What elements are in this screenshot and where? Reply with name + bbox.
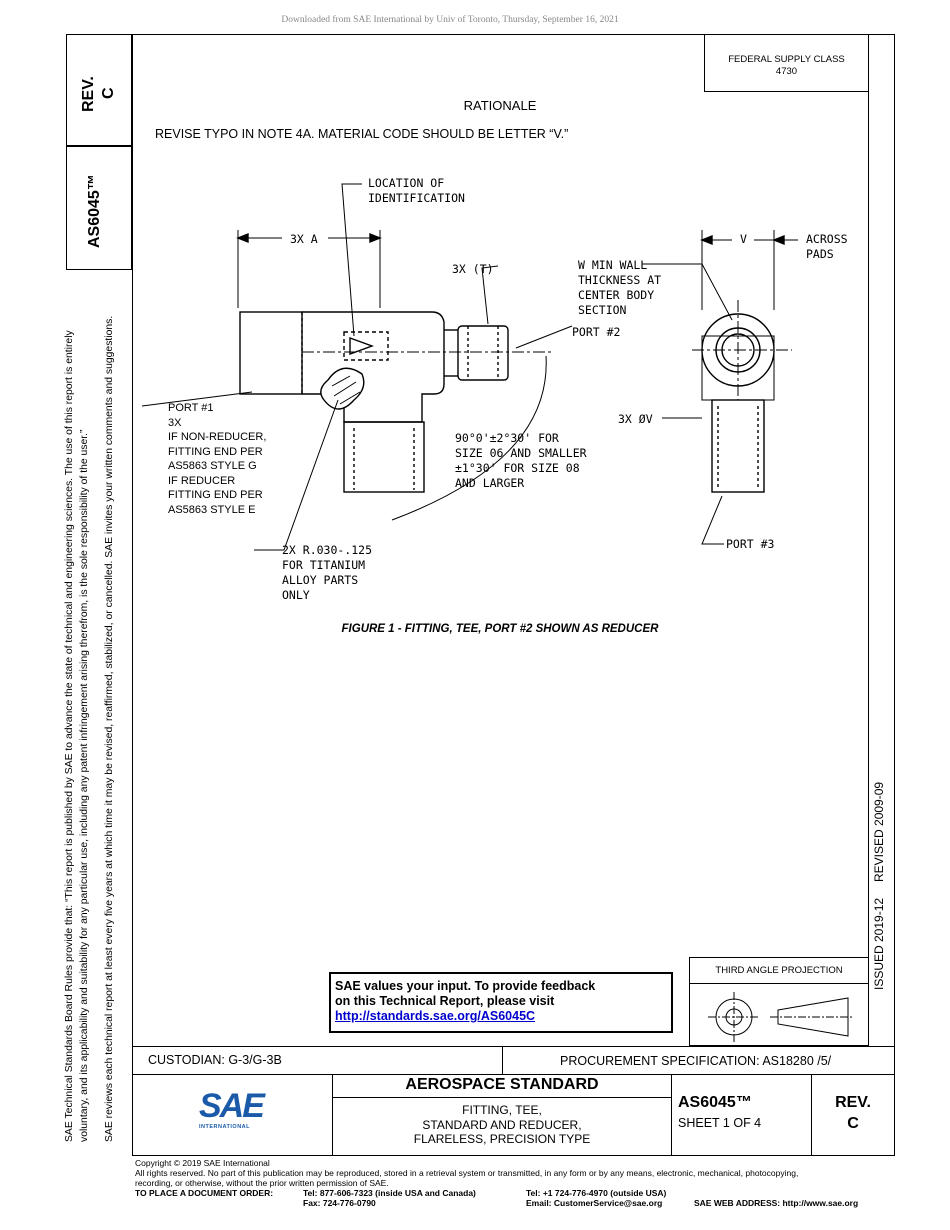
web-address: SAE WEB ADDRESS: http://www.sae.org xyxy=(694,1198,859,1208)
right-strip-divider xyxy=(868,34,869,1046)
dim-phiv-label: 3X ØV xyxy=(618,412,653,426)
projection-box xyxy=(689,957,869,1046)
issued-date: ISSUED 2019-12 xyxy=(872,897,886,990)
rationale-text: REVISE TYPO IN NOTE 4A. MATERIAL CODE SH… xyxy=(155,127,569,141)
port3-thread xyxy=(343,421,425,493)
sheet-number: SHEET 1 OF 4 xyxy=(678,1116,762,1130)
copyright: Copyright © 2019 SAE International xyxy=(135,1158,270,1168)
figure-caption: FIGURE 1 - FITTING, TEE, PORT #2 SHOWN A… xyxy=(341,623,659,635)
port2-label: PORT #2 xyxy=(572,325,621,339)
rev-value-block: C xyxy=(847,1115,859,1132)
federal-supply-box xyxy=(704,34,869,92)
title-block-mid-line xyxy=(132,1074,895,1075)
doc-number: AS6045™ xyxy=(678,1094,752,1111)
rev-box xyxy=(66,34,132,146)
order-fax: Fax: 724-776-0790 xyxy=(303,1198,376,1208)
revised-date: REVISED 2009-09 xyxy=(872,781,886,882)
dim-t-label: 3X (T) xyxy=(452,262,494,276)
port1-thread-outline xyxy=(239,311,303,395)
doc-number-divider xyxy=(671,1074,672,1156)
doc-number-box xyxy=(66,146,132,270)
legal-text-1: SAE Technical Standards Board Rules prov… xyxy=(64,330,75,1142)
port2-thread xyxy=(457,325,509,381)
feedback-box xyxy=(329,972,673,1033)
rev-divider xyxy=(811,1074,812,1156)
custodian-divider xyxy=(502,1046,503,1074)
order-email: Email: CustomerService@sae.org xyxy=(526,1198,663,1208)
main-frame xyxy=(132,34,895,1156)
title-block-top-line xyxy=(132,1046,895,1047)
rights-line-2: recording, or otherwise, without the pri… xyxy=(135,1178,389,1188)
rev-label: REV. xyxy=(80,76,97,112)
federal-supply-label: FEDERAL SUPPLY CLASS xyxy=(728,54,845,65)
legal-text-2: voluntary, and its applicability and sui… xyxy=(79,429,90,1142)
procurement-spec: PROCUREMENT SPECIFICATION: AS18280 /5/ xyxy=(560,1054,832,1068)
feedback-link[interactable]: http://standards.sae.org/AS6045C xyxy=(335,1009,536,1023)
rev-value: C xyxy=(100,87,117,99)
dim-a-label: 3X A xyxy=(290,232,318,246)
document-title: FITTING, TEE, STANDARD AND REDUCER, FLAR… xyxy=(413,1103,591,1146)
federal-supply-value: 4730 xyxy=(775,66,798,77)
sae-logo: SAE INTERNATIONAL xyxy=(199,1087,265,1130)
projection-label: THIRD ANGLE PROJECTION xyxy=(715,965,843,976)
rationale-title: RATIONALE xyxy=(463,98,537,113)
standard-type-underline xyxy=(333,1097,671,1098)
logo-divider xyxy=(332,1074,333,1156)
custodian: CUSTODIAN: G-3/G-3B xyxy=(148,1053,282,1067)
standard-type: AEROSPACE STANDARD xyxy=(405,1076,599,1093)
legal-text-3: SAE reviews each technical report at lea… xyxy=(104,315,115,1142)
order-label: TO PLACE A DOCUMENT ORDER: xyxy=(135,1188,274,1198)
side-doc-number: AS6045™ xyxy=(86,174,103,248)
rights-line-1: All rights reserved. No part of this pub… xyxy=(135,1168,799,1178)
download-notice: Downloaded from SAE International by Uni… xyxy=(281,15,619,25)
tee-fitting-drawing xyxy=(141,183,798,551)
projection-symbol-icon xyxy=(708,992,854,1042)
tee-body xyxy=(302,311,445,423)
feedback-text: SAE values your input. To provide feedba… xyxy=(335,979,596,1023)
projection-divider xyxy=(689,983,869,984)
rev-label-block: REV. xyxy=(835,1094,871,1111)
order-tel-outside: Tel: +1 724-776-4970 (outside USA) xyxy=(526,1188,667,1198)
port3-label: PORT #3 xyxy=(726,537,775,551)
dim-v-label: V xyxy=(740,232,747,246)
order-tel-inside: Tel: 877-606-7323 (inside USA and Canada… xyxy=(303,1188,476,1198)
